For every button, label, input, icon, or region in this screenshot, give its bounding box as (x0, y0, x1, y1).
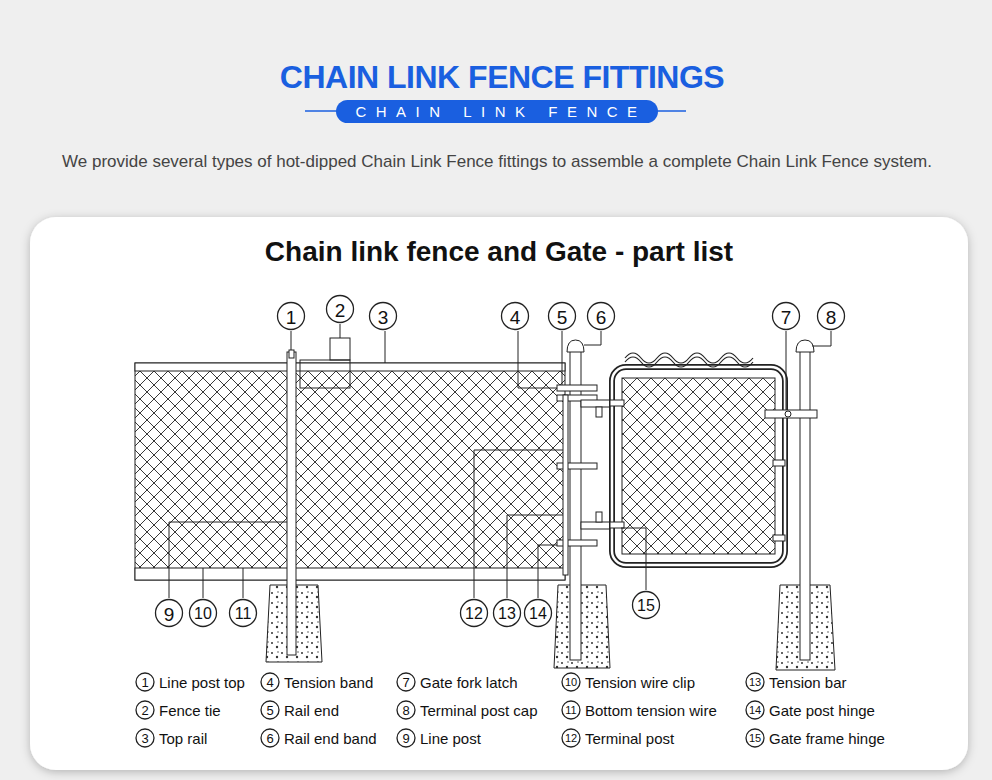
list-number: 10 (565, 677, 577, 688)
callout-number: 2 (335, 301, 346, 320)
callout-number: 15 (637, 598, 655, 614)
callout-circle (549, 303, 576, 330)
callout-circle (278, 303, 305, 330)
subtitle-text: CHAIN LINK FENCE (355, 104, 646, 119)
page-title: CHAIN LINK FENCE FITTINGS (280, 61, 724, 93)
list-number: 4 (266, 676, 273, 689)
list-number: 14 (749, 705, 761, 716)
callout-circle (746, 701, 764, 719)
part-name: Tension wire clip (585, 675, 695, 690)
part-name: Tension band (284, 675, 373, 690)
callout-number: 4 (510, 308, 521, 327)
callout-circle (136, 701, 154, 719)
callout-number: 10 (194, 606, 212, 622)
callout-number: 9 (164, 605, 175, 624)
part-name: Terminal post (585, 731, 674, 746)
callout-circle (136, 729, 154, 747)
list-number: 3 (141, 732, 148, 745)
callout-circle (397, 673, 415, 691)
part-name: Tension bar (769, 675, 847, 690)
list-number: 6 (266, 732, 273, 745)
list-number: 13 (749, 677, 761, 688)
callout-circle (588, 303, 615, 330)
list-number: 8 (402, 704, 409, 717)
part-name: Gate post hinge (769, 703, 875, 718)
page-caption: We provide several types of hot-dipped C… (62, 153, 932, 170)
list-number: 2 (141, 704, 148, 717)
callout-circle (397, 701, 415, 719)
part-name: Bottom tension wire (585, 703, 717, 718)
callout-number: 13 (498, 606, 516, 622)
card-title: Chain link fence and Gate - part list (265, 238, 733, 266)
callout-circle (494, 600, 521, 627)
part-name: Gate fork latch (420, 675, 518, 690)
subtitle-pill: CHAIN LINK FENCE (336, 100, 657, 123)
list-number: 15 (749, 733, 761, 744)
callout-circle (136, 673, 154, 691)
part-name: Fence tie (159, 703, 221, 718)
callout-circle (261, 729, 279, 747)
part-name: Terminal post cap (420, 703, 538, 718)
callout-circle (261, 701, 279, 719)
part-name: Line post (420, 731, 481, 746)
callout-number: 11 (235, 606, 252, 622)
callout-circle (190, 600, 217, 627)
callout-number: 1 (286, 308, 297, 327)
callout-circle (370, 303, 397, 330)
callout-circle (156, 600, 183, 627)
callout-circle (746, 673, 764, 691)
callout-number: 5 (557, 308, 568, 327)
list-number: 5 (266, 704, 273, 717)
callout-circle (502, 303, 529, 330)
part-name: Gate frame hinge (769, 731, 885, 746)
part-name: Rail end band (284, 731, 377, 746)
callout-number: 6 (596, 308, 607, 327)
callout-circle (461, 600, 488, 627)
callout-circle (818, 303, 845, 330)
list-number: 9 (402, 732, 409, 745)
callout-circle (261, 673, 279, 691)
callout-circle (562, 701, 580, 719)
part-name: Rail end (284, 703, 339, 718)
callout-circle (746, 729, 764, 747)
part-name: Top rail (159, 731, 207, 746)
list-number: 12 (565, 733, 577, 744)
callout-circle (327, 296, 354, 323)
callout-number: 8 (826, 308, 837, 327)
callout-circle (633, 592, 660, 619)
callout-number: 12 (465, 606, 483, 622)
callout-circle (562, 729, 580, 747)
callout-number: 7 (781, 308, 792, 327)
callout-circle (397, 729, 415, 747)
callout-circle (230, 600, 257, 627)
list-number: 1 (141, 676, 148, 689)
callout-circle (773, 303, 800, 330)
list-number: 11 (565, 705, 576, 716)
callout-number: 3 (378, 308, 389, 327)
callout-circle (562, 673, 580, 691)
list-number: 7 (402, 676, 409, 689)
part-name: Line post top (159, 675, 245, 690)
callout-circle (525, 600, 552, 627)
callout-number: 14 (529, 606, 547, 622)
